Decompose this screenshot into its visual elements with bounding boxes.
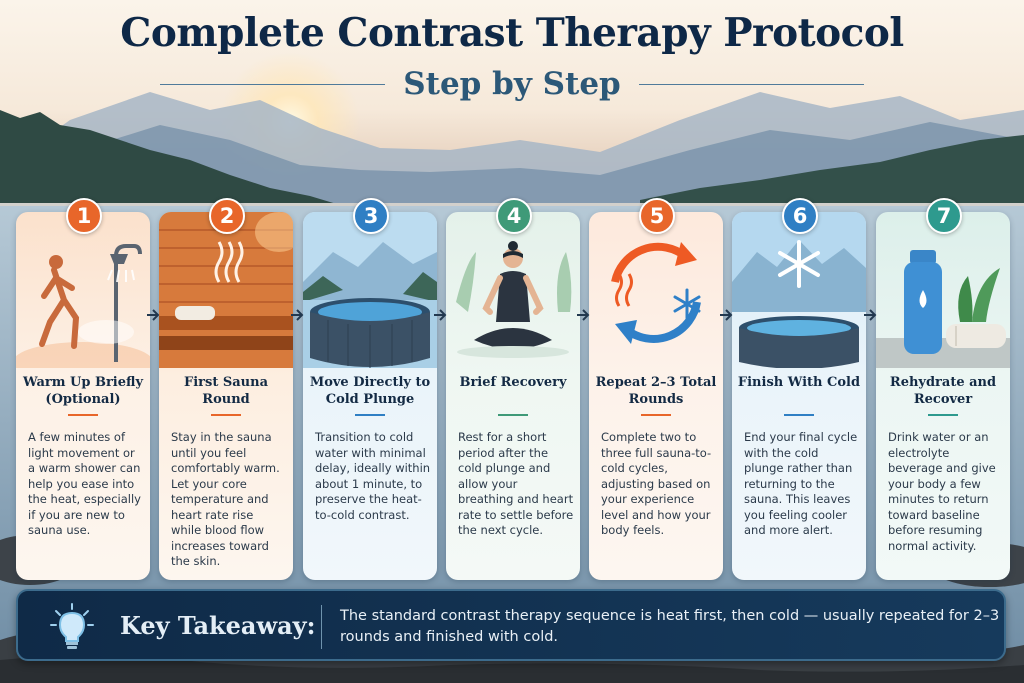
page-subtitle: Step by Step — [403, 66, 621, 102]
step-card-1: Warm Up Briefly (Optional) A few minutes… — [16, 212, 150, 580]
takeaway-divider — [321, 605, 322, 649]
key-takeaway-panel: Key Takeaway: The standard contrast ther… — [16, 589, 1006, 661]
step-1-badge: 1 — [66, 198, 102, 234]
step-4-separator — [498, 414, 528, 416]
step-6-separator — [784, 414, 814, 416]
subtitle-rule-left — [160, 83, 386, 85]
step-1-description: A few minutes of light movement or a war… — [28, 430, 141, 537]
step-5-badge: 5 — [639, 198, 675, 234]
step-card-5: Repeat 2–3 Total Rounds Complete two to … — [589, 212, 723, 580]
steps-row: Warm Up Briefly (Optional) A few minutes… — [16, 212, 1010, 580]
snowflake-cold-plunge-illustration — [732, 212, 866, 368]
repeat-cycle-illustration — [611, 242, 701, 344]
step-1-separator — [68, 414, 98, 416]
arrow-right-icon — [291, 309, 304, 321]
step-3-separator — [355, 414, 385, 416]
step-card-4: Brief Recovery Rest for a short period a… — [446, 212, 580, 580]
step-2-badge: 2 — [209, 198, 245, 234]
step-2-title: First Sauna Round — [183, 375, 268, 407]
step-7-description: Drink water or an electrolyte beverage a… — [888, 430, 996, 553]
step-4-description: Rest for a short period after the cold p… — [458, 430, 574, 537]
meditating-person-illustration — [456, 241, 572, 358]
step-card-2: First Sauna Round Stay in the sauna unti… — [159, 212, 293, 580]
step-7-separator — [928, 414, 958, 416]
arrow-right-icon — [864, 309, 877, 321]
arrow-right-icon — [577, 309, 590, 321]
step-6-description: End your final cycle with the cold plung… — [744, 430, 858, 537]
step-6-badge: 6 — [782, 198, 818, 234]
cold-plunge-tub-illustration — [303, 212, 437, 368]
arrow-right-icon — [720, 309, 733, 321]
step-4-badge: 4 — [496, 198, 532, 234]
step-5-description: Complete two to three full sauna-to-cold… — [601, 430, 712, 537]
step-3-badge: 3 — [353, 198, 389, 234]
step-card-7: Rehydrate and Recover Drink water or an … — [876, 212, 1010, 580]
arrow-right-icon — [147, 309, 160, 321]
step-2-separator — [211, 414, 241, 416]
step-5-separator — [641, 414, 671, 416]
key-takeaway-label: Key Takeaway: — [120, 611, 316, 640]
subtitle-row: Step by Step — [0, 64, 1024, 104]
step-card-6: Finish With Cold End your final cycle wi… — [732, 212, 866, 580]
step-3-description: Transition to cold water with minimal de… — [315, 430, 431, 522]
step-3-title: Move Directly to Cold Plunge — [309, 375, 431, 407]
subtitle-rule-right — [638, 83, 864, 85]
sauna-room-illustration — [159, 212, 293, 368]
arrow-right-icon — [434, 309, 447, 321]
step-5-title: Repeat 2–3 Total Rounds — [595, 375, 717, 407]
water-bottle-towel-illustration — [876, 250, 1010, 368]
key-takeaway-text: The standard contrast therapy sequence i… — [340, 608, 1000, 645]
step-7-title: Rehydrate and Recover — [889, 375, 997, 407]
page-title: Complete Contrast Therapy Protocol — [120, 10, 904, 56]
lightbulb-icon — [50, 603, 94, 649]
running-person-shower-illustration — [16, 244, 150, 368]
step-1-title: Warm Up Briefly (Optional) — [22, 375, 144, 407]
step-4-title: Brief Recovery — [459, 375, 567, 390]
step-6-title: Finish With Cold — [737, 375, 861, 390]
step-card-3: Move Directly to Cold Plunge Transition … — [303, 212, 437, 580]
step-2-description: Stay in the sauna until you feel comfort… — [171, 430, 280, 568]
step-7-badge: 7 — [926, 198, 962, 234]
